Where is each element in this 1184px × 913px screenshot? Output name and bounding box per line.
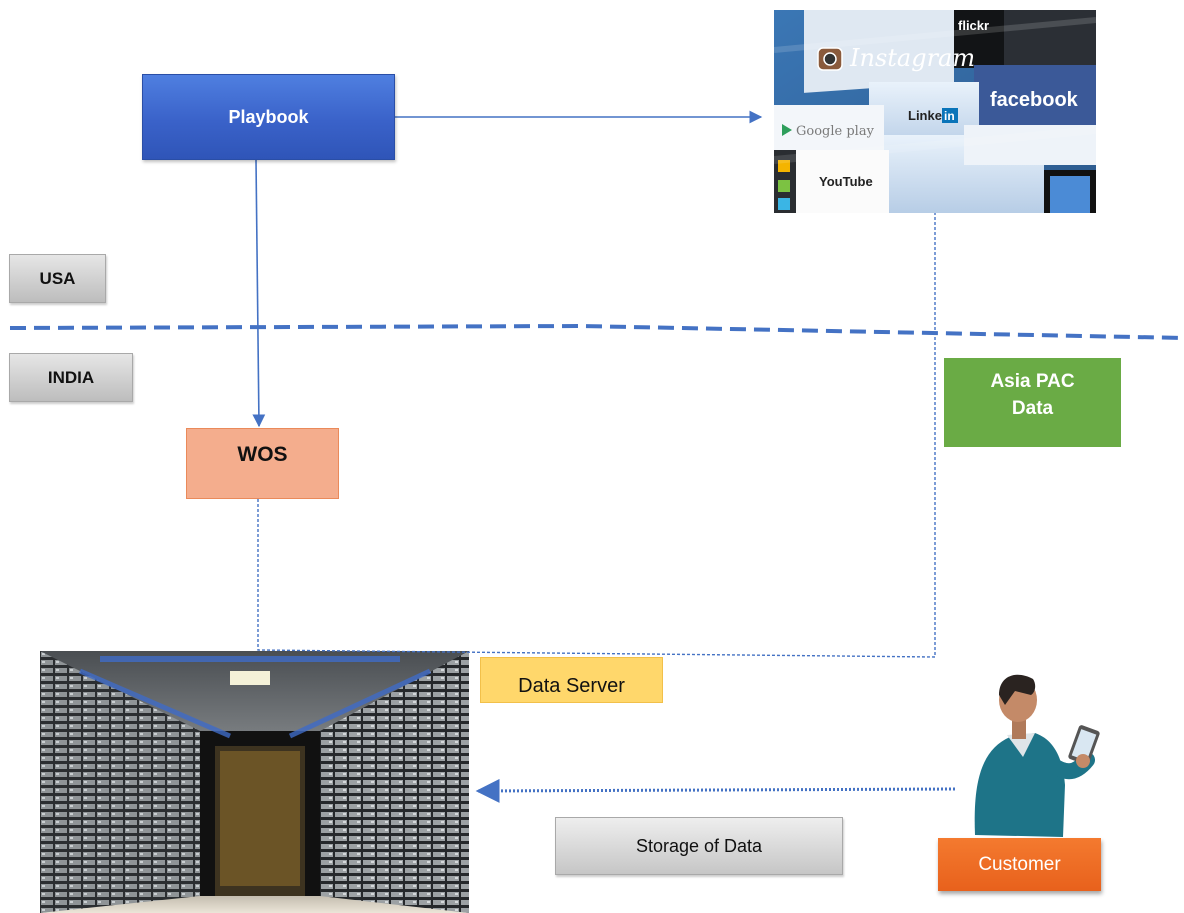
wos-box: WOS — [186, 428, 339, 499]
collage-label-google-play: Google play — [796, 124, 875, 139]
social-media-collage-image: Instagram flickr facebook Linked in Goog… — [774, 10, 1096, 213]
link-wos-to-data-server — [257, 213, 936, 658]
data-server-box: Data Server — [480, 657, 663, 703]
collage-label-facebook: facebook — [990, 89, 1079, 111]
wos-label: WOS — [237, 443, 288, 466]
region-label-india: INDIA — [9, 353, 133, 402]
collage-label-linked: Linked — [908, 108, 950, 123]
customer-label: Customer — [978, 853, 1061, 875]
storage-of-data-box: Storage of Data — [555, 817, 843, 875]
region-label-usa: USA — [9, 254, 106, 303]
storage-label: Storage of Data — [635, 835, 763, 856]
usa-label: USA — [39, 268, 76, 288]
arrow-playbook-to-wos — [252, 159, 266, 428]
region-border-line — [9, 323, 1184, 340]
playbook-box: Playbook — [142, 74, 395, 160]
data-center-image — [40, 651, 469, 913]
asia-pac-label: Asia PAC Data — [990, 371, 1075, 419]
collage-label-youtube: YouTube — [819, 174, 873, 189]
collage-label-instagram: Instagram — [849, 44, 975, 72]
asia-pac-data-box: Asia PAC Data — [944, 358, 1121, 447]
collage-label-flickr: flickr — [958, 18, 989, 33]
india-label: INDIA — [47, 367, 95, 387]
customer-person-illustration — [974, 674, 1100, 837]
data-server-label: Data Server — [518, 675, 625, 697]
playbook-label: Playbook — [228, 106, 309, 127]
collage-label-in: in — [944, 109, 955, 123]
arrow-customer-to-data-center — [475, 778, 956, 803]
customer-box: Customer — [938, 838, 1101, 891]
